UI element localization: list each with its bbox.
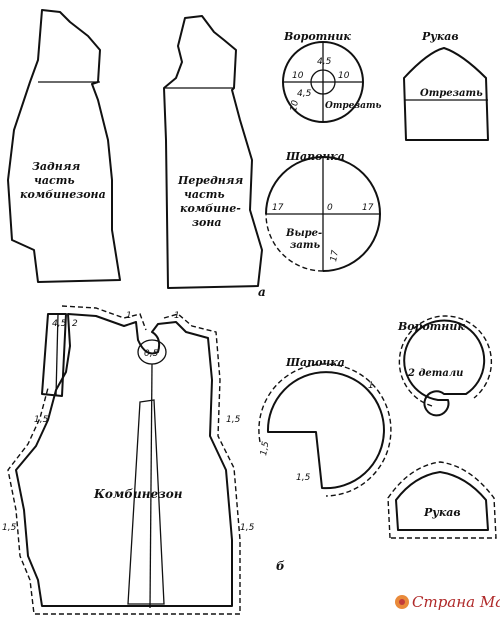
collar-a-cut: Отрезать (325, 101, 381, 111)
front-label-1: Передняя (177, 174, 244, 187)
back-label-3: комбинезона (20, 188, 106, 201)
cap-a: Шапочка 17 0 17 17 Выре- зать (265, 150, 381, 272)
cap-b: Шапочка 1 1,5 1,5 (258, 356, 392, 497)
back-label-1: Задняя (32, 160, 80, 173)
collar-b-note: 2 детали (407, 368, 463, 379)
part-b-letter: б (276, 559, 285, 573)
collar-a-dim-5: 10 (289, 99, 301, 112)
cap-a-dim-bottom: 17 (329, 249, 341, 262)
overall-dim-right-upper: 1,5 (226, 415, 241, 425)
sleeve-a-title: Рукав (421, 30, 459, 43)
overall-dim-c: 1 (126, 311, 132, 321)
cap-a-dim-center: 0 (327, 203, 333, 213)
collar-b-title: Воротник (397, 320, 465, 333)
overall-dim-left-upper: 1,5 (34, 415, 49, 425)
svg-text:зать: зать (290, 240, 320, 251)
sleeve-a-cut: Отрезать (420, 88, 483, 99)
collar-a-dim-4: 4,5 (297, 89, 312, 99)
part-a-letter: а (258, 285, 266, 299)
svg-text:комбине-: комбине- (180, 202, 241, 215)
overall-pattern: 4,5 2 1 1 0,5 1,5 1,5 1,5 1,5 Комбинезон (2, 305, 255, 615)
back-piece: Задняя часть комбинезона (7, 9, 121, 283)
front-label-3: комбине- (180, 202, 241, 215)
front-label-2: часть (184, 188, 225, 201)
cap-b-title: Шапочка (285, 356, 345, 369)
svg-text:зона: зона (192, 216, 222, 229)
overall-dim-b: 2 (72, 319, 78, 329)
collar-a: Воротник 4,5 10 10 4,5 10 Отрезать (282, 30, 381, 123)
sleeve-b-label: Рукав (423, 506, 461, 519)
back-label-2: часть (34, 174, 75, 187)
overall-dim-neck: 0,5 (144, 349, 159, 359)
cap-b-dim-top: 1 (368, 381, 374, 391)
watermark-text: Страна Мам (412, 593, 500, 611)
cap-a-cut-1: Выре- (285, 228, 322, 239)
svg-text:Задняя: Задняя (32, 160, 80, 173)
collar-a-dim-3: 10 (338, 71, 350, 81)
cap-a-dim-left: 17 (272, 203, 284, 213)
cap-a-cut-2: зать (290, 240, 320, 251)
overall-dim-d: 1 (174, 311, 180, 321)
overall-label: Комбинезон (93, 487, 183, 501)
overall-dim-a: 4,5 (52, 319, 67, 329)
cap-b-dim-bottom: 1,5 (296, 473, 311, 483)
collar-a-dim-2: 10 (292, 71, 304, 81)
overall-dim-left-lower: 1,5 (2, 523, 17, 533)
watermark: Страна Мам (395, 593, 500, 611)
svg-text:часть: часть (34, 174, 75, 187)
collar-b: Воротник 2 детали (397, 315, 493, 417)
svg-text:Выре-: Выре- (285, 228, 322, 239)
front-label-4: зона (192, 216, 222, 229)
cap-a-title: Шапочка (285, 150, 345, 163)
cap-a-dim-right: 17 (362, 203, 374, 213)
svg-text:Передняя: Передняя (177, 174, 244, 187)
sleeve-a: Рукав Отрезать (403, 30, 489, 141)
collar-a-title: Воротник (283, 30, 351, 43)
collar-a-dim-1: 4,5 (317, 57, 332, 67)
svg-text:часть: часть (184, 188, 225, 201)
sleeve-b: Рукав (387, 461, 497, 539)
svg-text:комбинезона: комбинезона (20, 188, 106, 201)
front-piece: Передняя часть комбине- зона (163, 15, 263, 289)
cap-b-dim-left: 1,5 (259, 440, 271, 456)
overall-dim-right-lower: 1,5 (240, 523, 255, 533)
